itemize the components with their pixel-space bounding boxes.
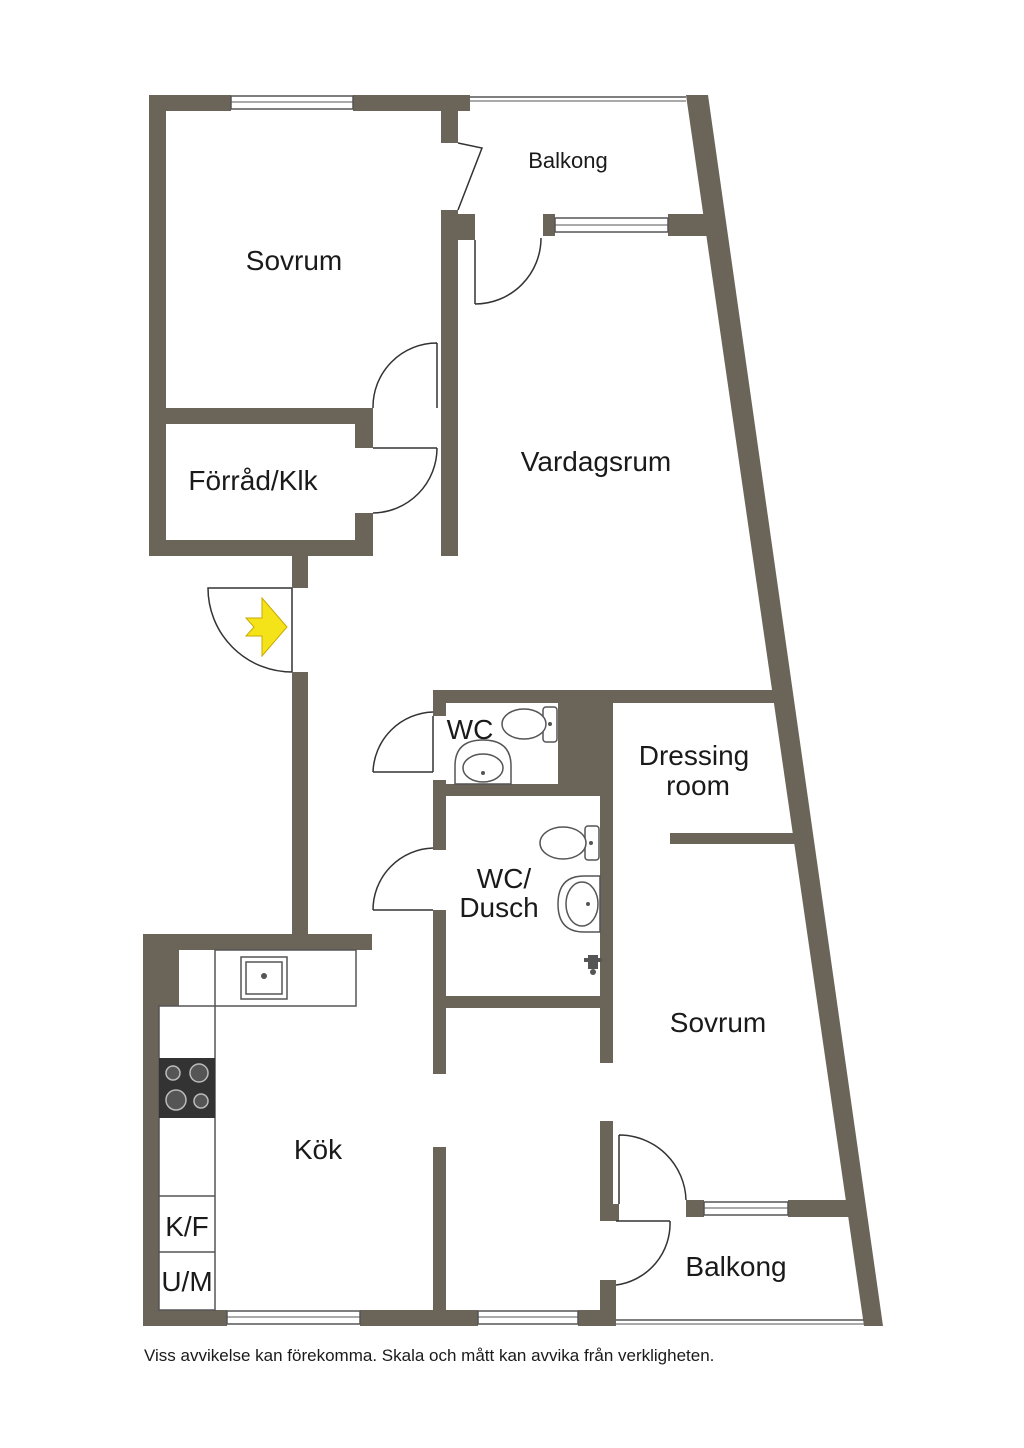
toilet-icon-2 (539, 825, 600, 861)
washbasin-icon-2 (557, 875, 601, 933)
room-label-wc-dusch-1: WC/ (477, 863, 532, 894)
room-label-vardagsrum: Vardagsrum (521, 446, 671, 477)
fixtures (158, 706, 602, 1311)
stove-icon (159, 1058, 215, 1118)
washbasin-icon (454, 739, 512, 785)
windows (226, 95, 864, 1325)
doors (207, 142, 687, 1286)
room-label-wc: WC (447, 714, 494, 745)
room-labels: Sovrum Balkong Förråd/Klk Vardagsrum WC … (161, 148, 786, 1297)
label-um: U/M (161, 1266, 212, 1297)
room-label-balkong-top: Balkong (528, 148, 608, 173)
room-label-dressing-1: Dressing (639, 740, 749, 771)
label-kf: K/F (165, 1211, 209, 1242)
toilet-icon (501, 706, 558, 743)
kitchen-counter-left (158, 1005, 216, 1311)
room-label-sovrum-bottom: Sovrum (670, 1007, 766, 1038)
walls (143, 95, 883, 1326)
room-label-forrad: Förråd/Klk (188, 465, 318, 496)
room-label-balkong-bottom: Balkong (685, 1251, 786, 1282)
room-label-sovrum-top: Sovrum (246, 245, 342, 276)
disclaimer-text: Viss avvikelse kan förekomma. Skala och … (144, 1346, 715, 1365)
room-label-dressing-2: room (666, 770, 730, 801)
room-label-wc-dusch-2: Dusch (459, 892, 538, 923)
shower-tap-icon (584, 955, 602, 975)
room-label-kok: Kök (294, 1134, 343, 1165)
entrance-arrow-icon (244, 596, 288, 658)
